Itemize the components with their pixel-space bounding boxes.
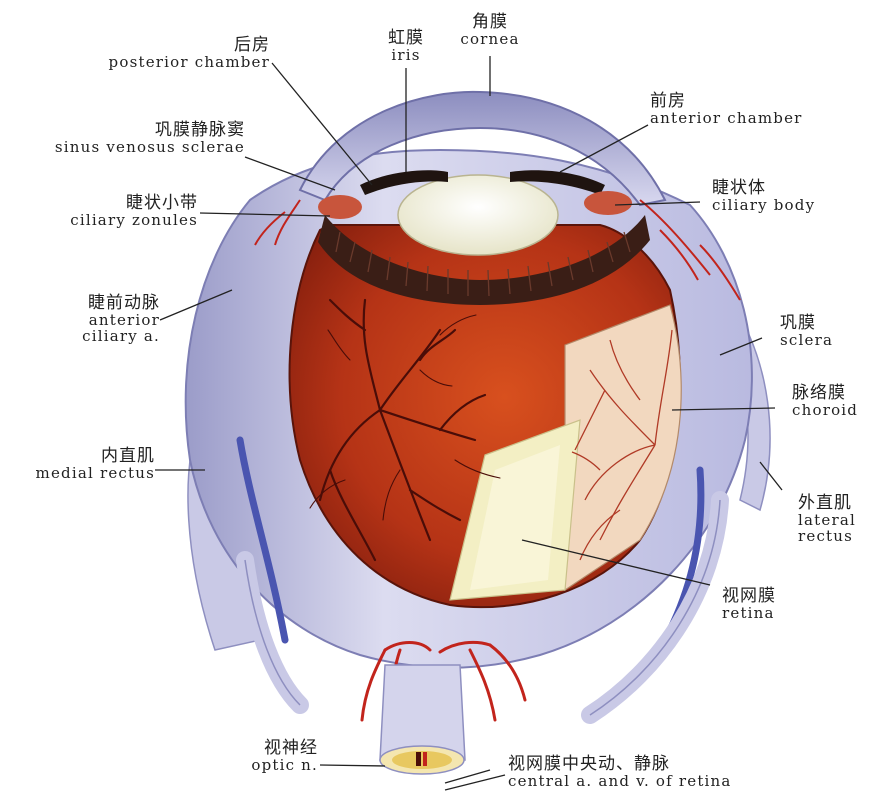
label-optic-nerve: 视神经 optic n.: [200, 740, 318, 774]
label-anterior-chamber: 前房 anterior chamber: [650, 93, 803, 127]
label-iris: 虹膜 iris: [370, 30, 442, 64]
label-retina: 视网膜 retina: [722, 588, 776, 622]
label-anterior-ciliary-artery: 睫前动脉 anterior ciliary a.: [20, 295, 160, 344]
label-retina-en: retina: [722, 606, 776, 622]
label-ciliary-zonules: 睫状小带 ciliary zonules: [10, 195, 198, 229]
label-cornea-en: cornea: [450, 32, 530, 48]
label-ciliary-zonules-en: ciliary zonules: [10, 213, 198, 229]
label-anterior-chamber-en: anterior chamber: [650, 111, 803, 127]
ciliary-body-right: [584, 191, 632, 215]
label-posterior-chamber: 后房 posterior chamber: [70, 37, 270, 71]
lens: [398, 175, 558, 255]
label-choroid: 脉络膜 choroid: [792, 385, 858, 419]
label-lateral-rectus-en2: rectus: [798, 529, 856, 545]
label-iris-en: iris: [370, 48, 442, 64]
label-central-vessels: 视网膜中央动、静脉 central a. and v. of retina: [508, 756, 732, 790]
label-posterior-chamber-en: posterior chamber: [70, 55, 270, 71]
label-medial-rectus-en: medial rectus: [5, 466, 155, 482]
label-ciliary-body-en: ciliary body: [712, 198, 815, 214]
central-artery-vein: [416, 752, 421, 766]
label-sclera-en: sclera: [780, 333, 833, 349]
label-sinus-venosus-en: sinus venosus sclerae: [10, 140, 245, 156]
label-sinus-venosus: 巩膜静脉窦 sinus venosus sclerae: [10, 122, 245, 156]
label-sclera: 巩膜 sclera: [780, 315, 833, 349]
label-lateral-rectus: 外直肌 lateral rectus: [798, 495, 856, 544]
label-cornea: 角膜 cornea: [450, 14, 530, 48]
label-optic-nerve-en: optic n.: [200, 758, 318, 774]
label-central-vessels-en: central a. and v. of retina: [508, 774, 732, 790]
label-anterior-ciliary-en2: ciliary a.: [20, 329, 160, 345]
label-medial-rectus: 内直肌 medial rectus: [5, 448, 155, 482]
label-choroid-en: choroid: [792, 403, 858, 419]
label-ciliary-body: 睫状体 ciliary body: [712, 180, 815, 214]
